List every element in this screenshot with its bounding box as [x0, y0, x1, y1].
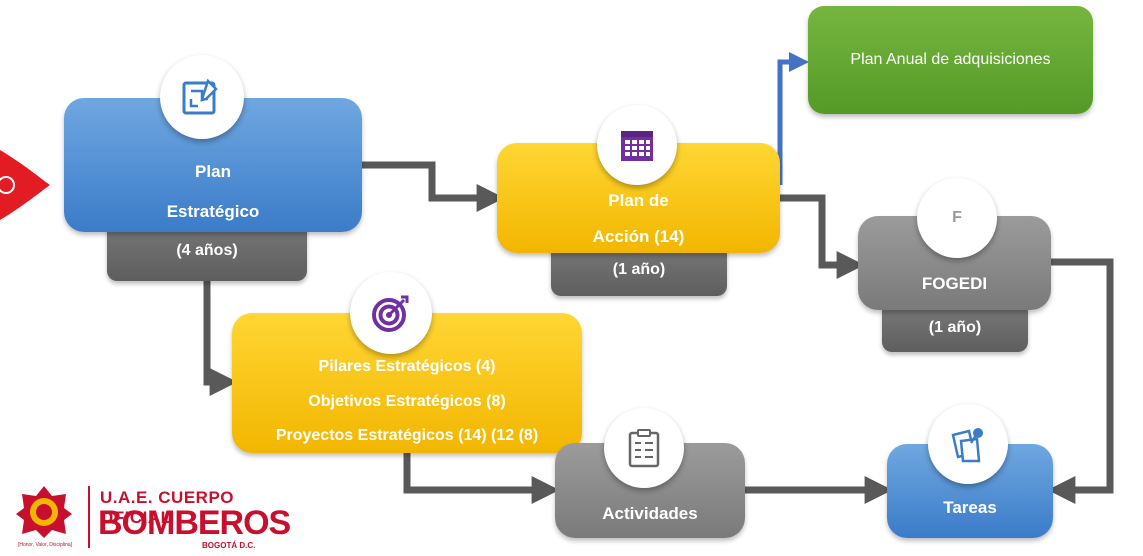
- arrow-accion-to-plan-anual: [777, 52, 809, 185]
- blueprint-icon: [160, 55, 244, 139]
- logo-divider: [88, 486, 90, 548]
- red-pointer-shape: [0, 150, 50, 220]
- arrow-pilares-to-actividades: [403, 452, 560, 504]
- actividades-label: Actividades: [602, 504, 698, 523]
- target-icon: [350, 272, 432, 354]
- arrow-fogedi-to-tareas: [1047, 258, 1114, 504]
- fogedi-label: FOGEDI: [921, 274, 988, 293]
- plan-anual-box: Plan Anual de adquisiciones: [808, 6, 1093, 114]
- fogedi-duration: (1 año): [882, 302, 1028, 352]
- bomberos-logo: [Honor, Valor, Disciplina] U.A.E. CUERPO…: [4, 480, 294, 554]
- pilares-line3: Proyectos Estratégicos (14) (12 (8): [275, 427, 539, 444]
- plan-estrategico-line1: Plan: [195, 162, 231, 181]
- arrow-estrategico-to-accion: [362, 161, 505, 212]
- plan-estrategico-line2: Estratégico: [166, 202, 260, 221]
- plan-accion-line2: Acción (14): [592, 227, 685, 246]
- pilares-line1: Pilares Estratégicos (4): [318, 358, 496, 375]
- bomberos-line3: BOGOTÁ D.C.: [202, 541, 256, 550]
- fogedi-letter-icon: F: [917, 178, 997, 258]
- plan-anual-label: Plan Anual de adquisiciones: [850, 51, 1051, 68]
- bomberos-motto: [Honor, Valor, Disciplina]: [17, 542, 73, 548]
- bomberos-badge-icon: [16, 486, 72, 538]
- pinned-notes-icon: [928, 404, 1008, 484]
- arrow-estrategico-to-pilares: [203, 280, 238, 396]
- bomberos-line1: U.A.E. CUERPO OFICIAL: [100, 488, 235, 527]
- arrow-accion-to-fogedi: [780, 194, 865, 279]
- pilares-line2: Objetivos Estratégicos (8): [308, 393, 506, 410]
- clipboard-icon: [604, 408, 684, 488]
- calendar-icon: [597, 105, 677, 185]
- bomberos-line2: BOMBEROS: [98, 504, 291, 542]
- tareas-label: Tareas: [943, 498, 997, 517]
- plan-accion-line1: Plan de: [608, 191, 669, 210]
